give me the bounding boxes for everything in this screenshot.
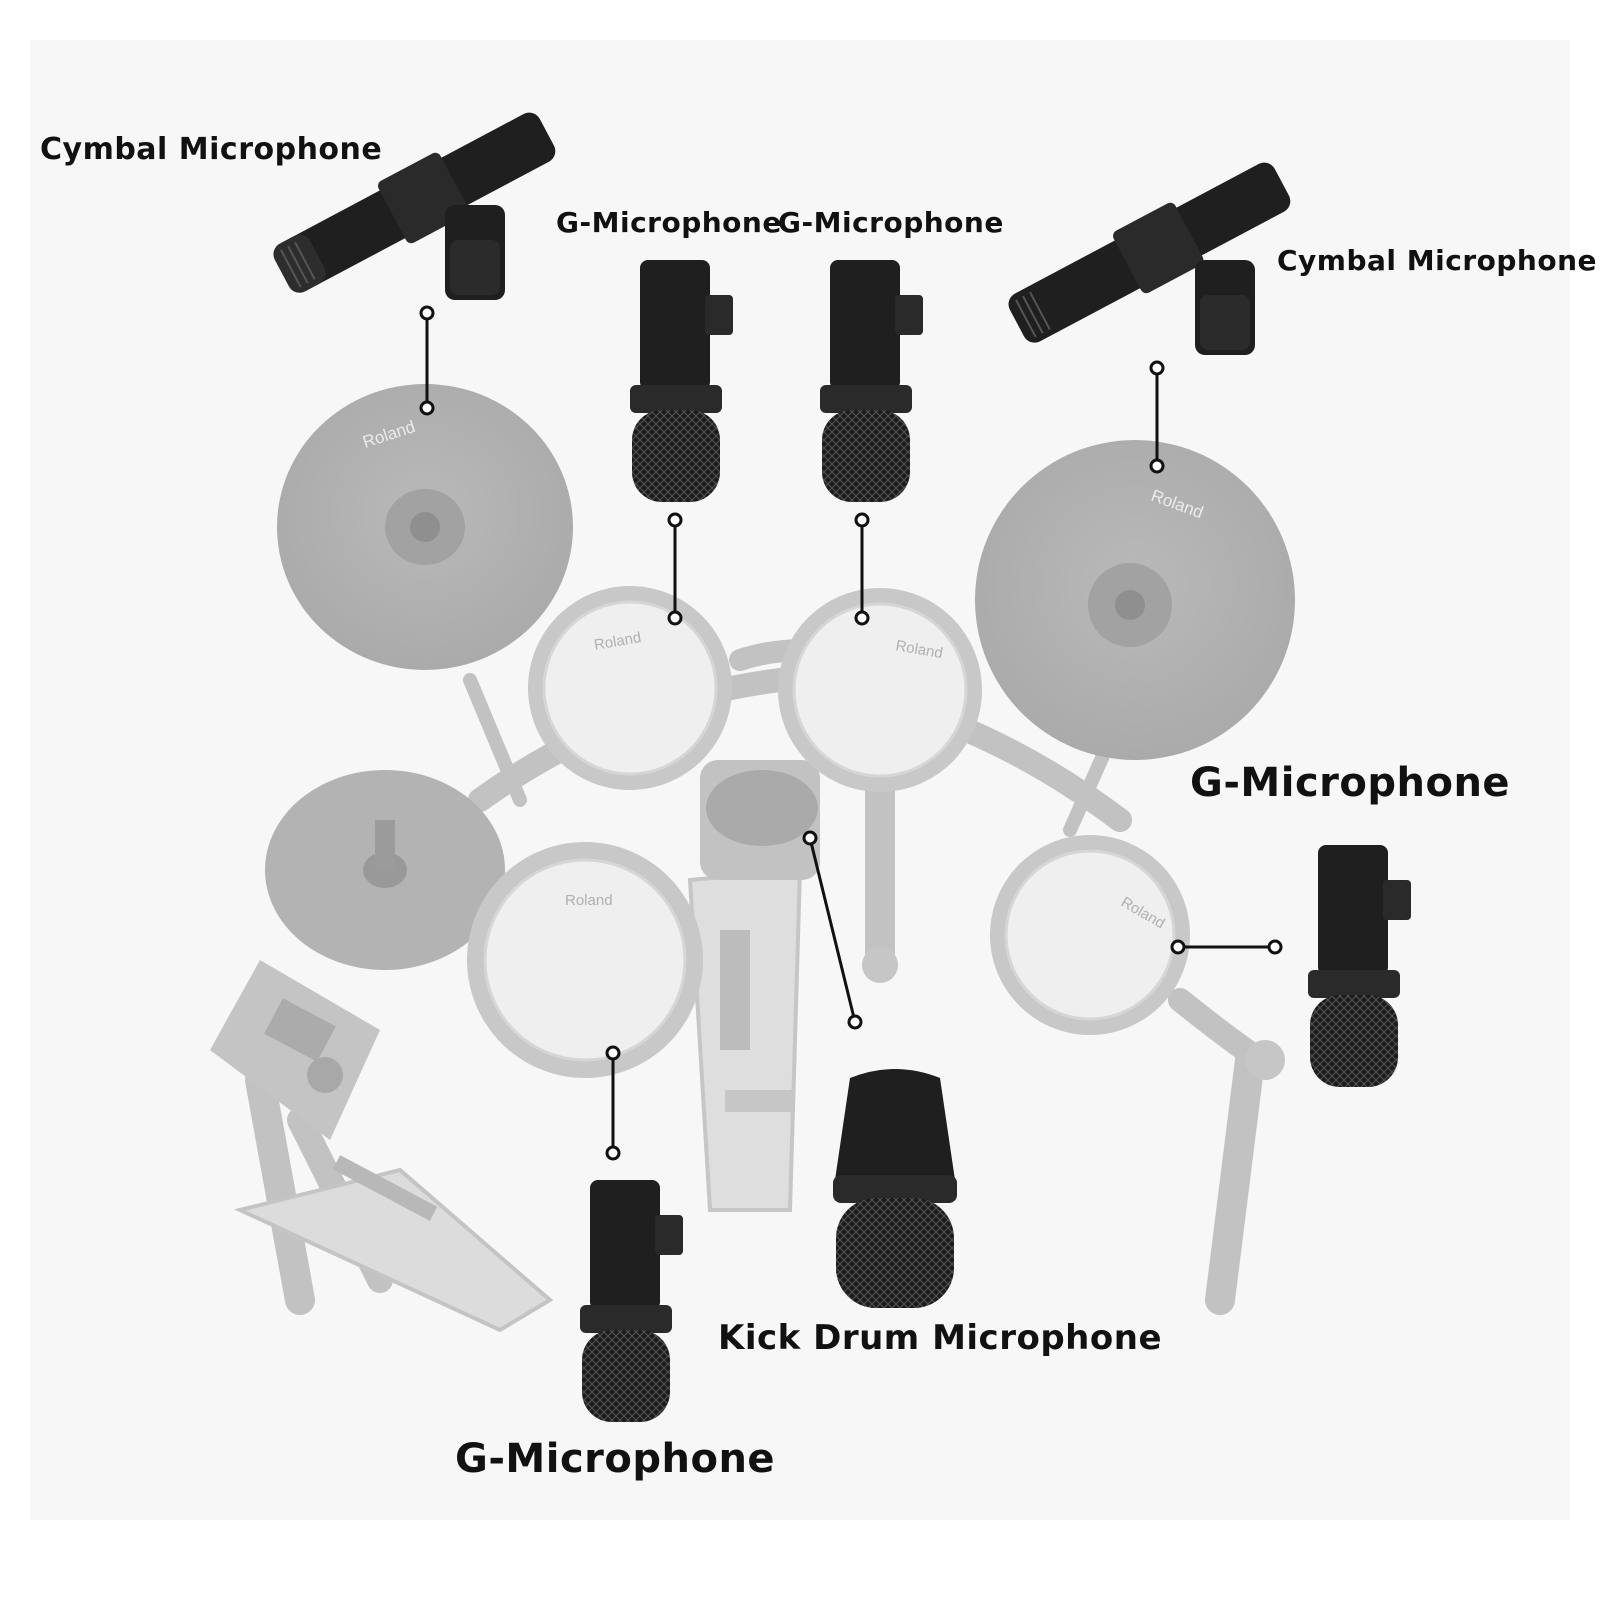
g-mic-label-right: G-Microphone (1190, 760, 1511, 806)
cymbal-mic-right-clip (1195, 260, 1255, 355)
cymbal-mic-left-clip (445, 205, 505, 300)
kick-drum-tower (700, 760, 820, 880)
ride-cymbal-right: Roland (975, 440, 1295, 760)
snare-pad: Roland (467, 842, 703, 1078)
g-mic-label-top-right: G-Microphone (778, 206, 1004, 239)
cymbal-mic-label-right: Cymbal Microphone (1277, 244, 1597, 277)
rack-foot-center (862, 947, 898, 983)
hi-hat-pedal (234, 1155, 554, 1333)
kick-pedal (687, 867, 803, 1212)
crash-cymbal-left: Roland (277, 384, 573, 670)
cymbal-mic-right (1008, 162, 1291, 343)
kick-drum-mic-label: Kick Drum Microphone (718, 1318, 1162, 1358)
g-mic-top-right (820, 260, 923, 502)
svg-text:Roland: Roland (565, 892, 613, 909)
cymbal-mic-label-left: Cymbal Microphone (40, 132, 383, 167)
g-mic-label-top-left: G-Microphone (556, 206, 782, 239)
g-mic-label-bottom: G-Microphone (455, 1436, 776, 1482)
tom-pad-right: Roland (778, 588, 982, 792)
kick-drum-mic (833, 1069, 957, 1308)
hi-hat-cymbal (265, 770, 505, 970)
g-mic-bottom (580, 1180, 683, 1422)
floor-tom-pad: Roland (990, 835, 1190, 1035)
leader-lines (419, 305, 1283, 1161)
rack-foot-right (1245, 1040, 1285, 1080)
g-mic-right (1308, 845, 1411, 1087)
g-mic-top-left (630, 260, 733, 502)
tom-pad-left: Roland (528, 586, 732, 790)
drum-module (210, 960, 380, 1140)
